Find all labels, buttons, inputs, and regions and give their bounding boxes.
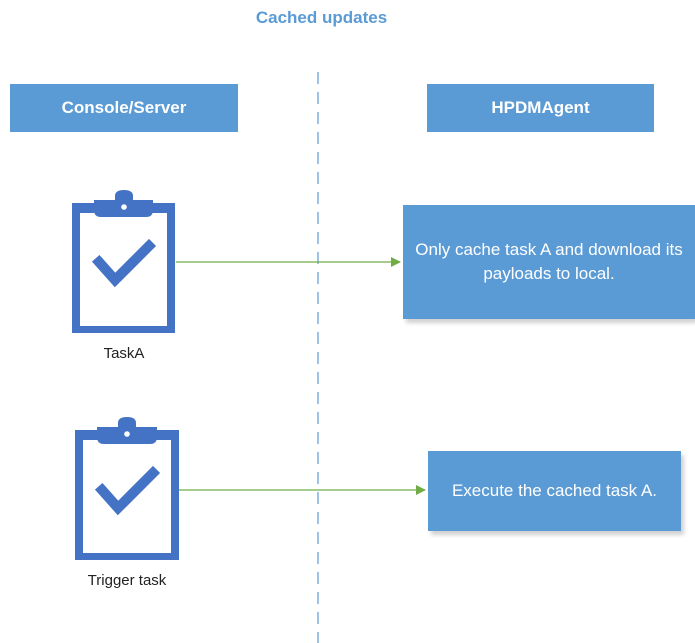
lane-header-console-server: Console/Server: [10, 84, 238, 132]
task-label-taska: TaskA: [103, 345, 145, 362]
message-box-execute-task: Execute the cached task A.: [428, 451, 681, 531]
task-label-trigger-task: Trigger task: [87, 572, 167, 589]
diagram-title: Cached updates: [255, 8, 388, 27]
message-box-cache-task: Only cache task A and download its paylo…: [403, 205, 695, 319]
clipboard-check-icon: [72, 190, 175, 333]
lane-header-hpdmagent: HPDMAgent: [427, 84, 654, 132]
clipboard-check-icon: [75, 417, 179, 560]
